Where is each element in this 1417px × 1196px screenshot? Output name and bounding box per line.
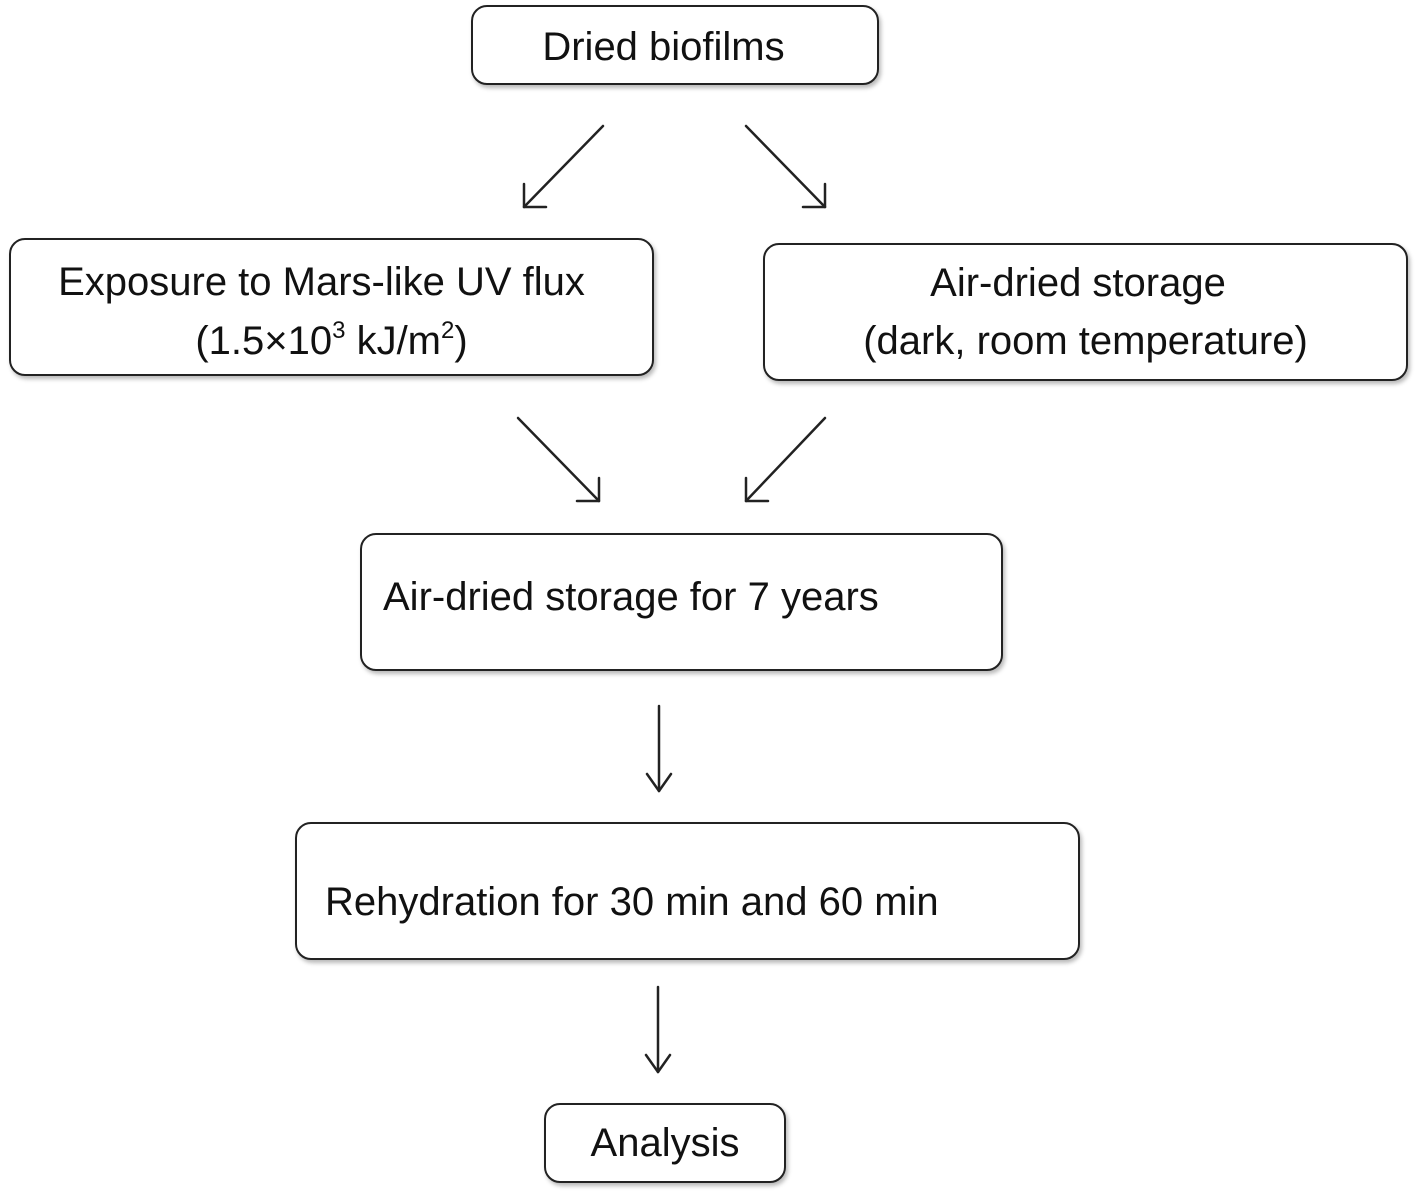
arrow-uv-to-storage: [516, 416, 601, 503]
node-analysis-label: Analysis: [590, 1121, 740, 1165]
uv-line2-pre: (1.5×10: [195, 319, 333, 363]
node-uv-exposure-line2: (1.5×103 kJ/m2): [9, 319, 654, 363]
node-air-dried-dark-line2: (dark, room temperature): [863, 319, 1308, 363]
node-rehydration: [295, 822, 1080, 960]
node-rehydration-label: Rehydration for 30 min and 60 min: [325, 880, 939, 924]
node-dried-biofilms-label: Dried biofilms: [542, 25, 785, 69]
arrow-storage-to-rehydration: [645, 704, 673, 793]
node-air-dried-dark: [763, 243, 1408, 381]
uv-exponent-1: 3: [332, 317, 346, 344]
node-air-dried-dark-line1: Air-dried storage: [930, 261, 1226, 305]
arrow-dark-to-storage: [744, 416, 827, 503]
uv-line2-mid: kJ/m: [345, 319, 441, 363]
node-analysis: [544, 1103, 786, 1183]
node-dried-biofilms: [471, 5, 879, 85]
arrow-dried-to-dark: [744, 124, 827, 209]
uv-exponent-2: 2: [441, 317, 455, 344]
node-uv-exposure-line1: Exposure to Mars-like UV flux: [58, 260, 585, 304]
arrow-dried-to-uv: [522, 124, 605, 209]
arrow-rehydration-to-analysis: [644, 985, 672, 1074]
node-uv-exposure: [9, 238, 654, 376]
uv-line2-post: ): [454, 319, 468, 363]
node-storage-7-years-label: Air-dried storage for 7 years: [383, 575, 879, 619]
node-storage-7-years: [360, 533, 1003, 671]
